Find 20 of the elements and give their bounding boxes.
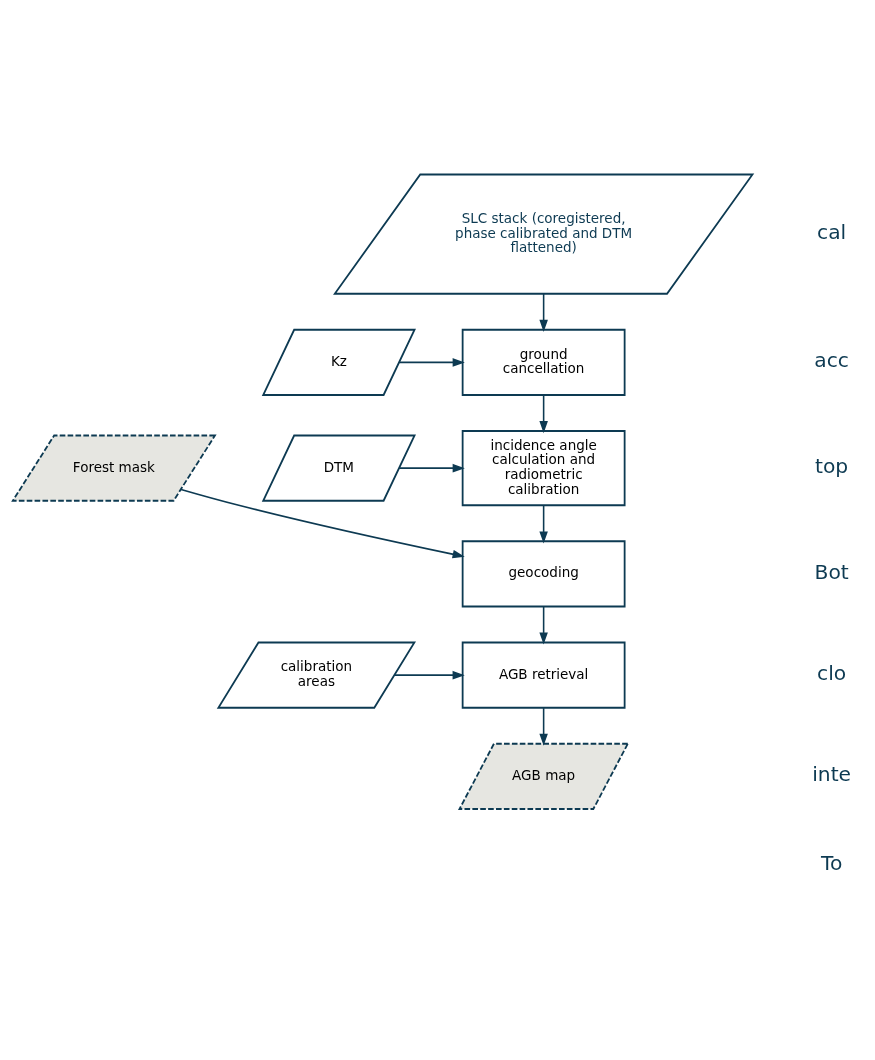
arrow bbox=[539, 504, 548, 544]
node-box: AGB retrieval bbox=[461, 641, 626, 709]
node-box: ground cancellation bbox=[461, 328, 626, 396]
label: To bbox=[820, 851, 843, 876]
label: acc bbox=[814, 348, 849, 373]
label: top bbox=[815, 454, 849, 479]
arrow bbox=[398, 463, 465, 473]
arrow bbox=[539, 293, 548, 332]
arrow bbox=[539, 606, 548, 645]
arrow bbox=[180, 488, 465, 559]
arrow bbox=[539, 707, 548, 746]
node-box: geocoding bbox=[461, 540, 626, 608]
label: inte bbox=[812, 762, 852, 787]
label: clo bbox=[817, 661, 847, 686]
arrow bbox=[539, 394, 548, 434]
arrow bbox=[393, 670, 465, 680]
node-box: incidence angle calculation and radiometric calibration bbox=[461, 430, 626, 507]
label: cal bbox=[817, 220, 847, 245]
arrow bbox=[398, 358, 465, 367]
label: Bot bbox=[814, 559, 849, 584]
